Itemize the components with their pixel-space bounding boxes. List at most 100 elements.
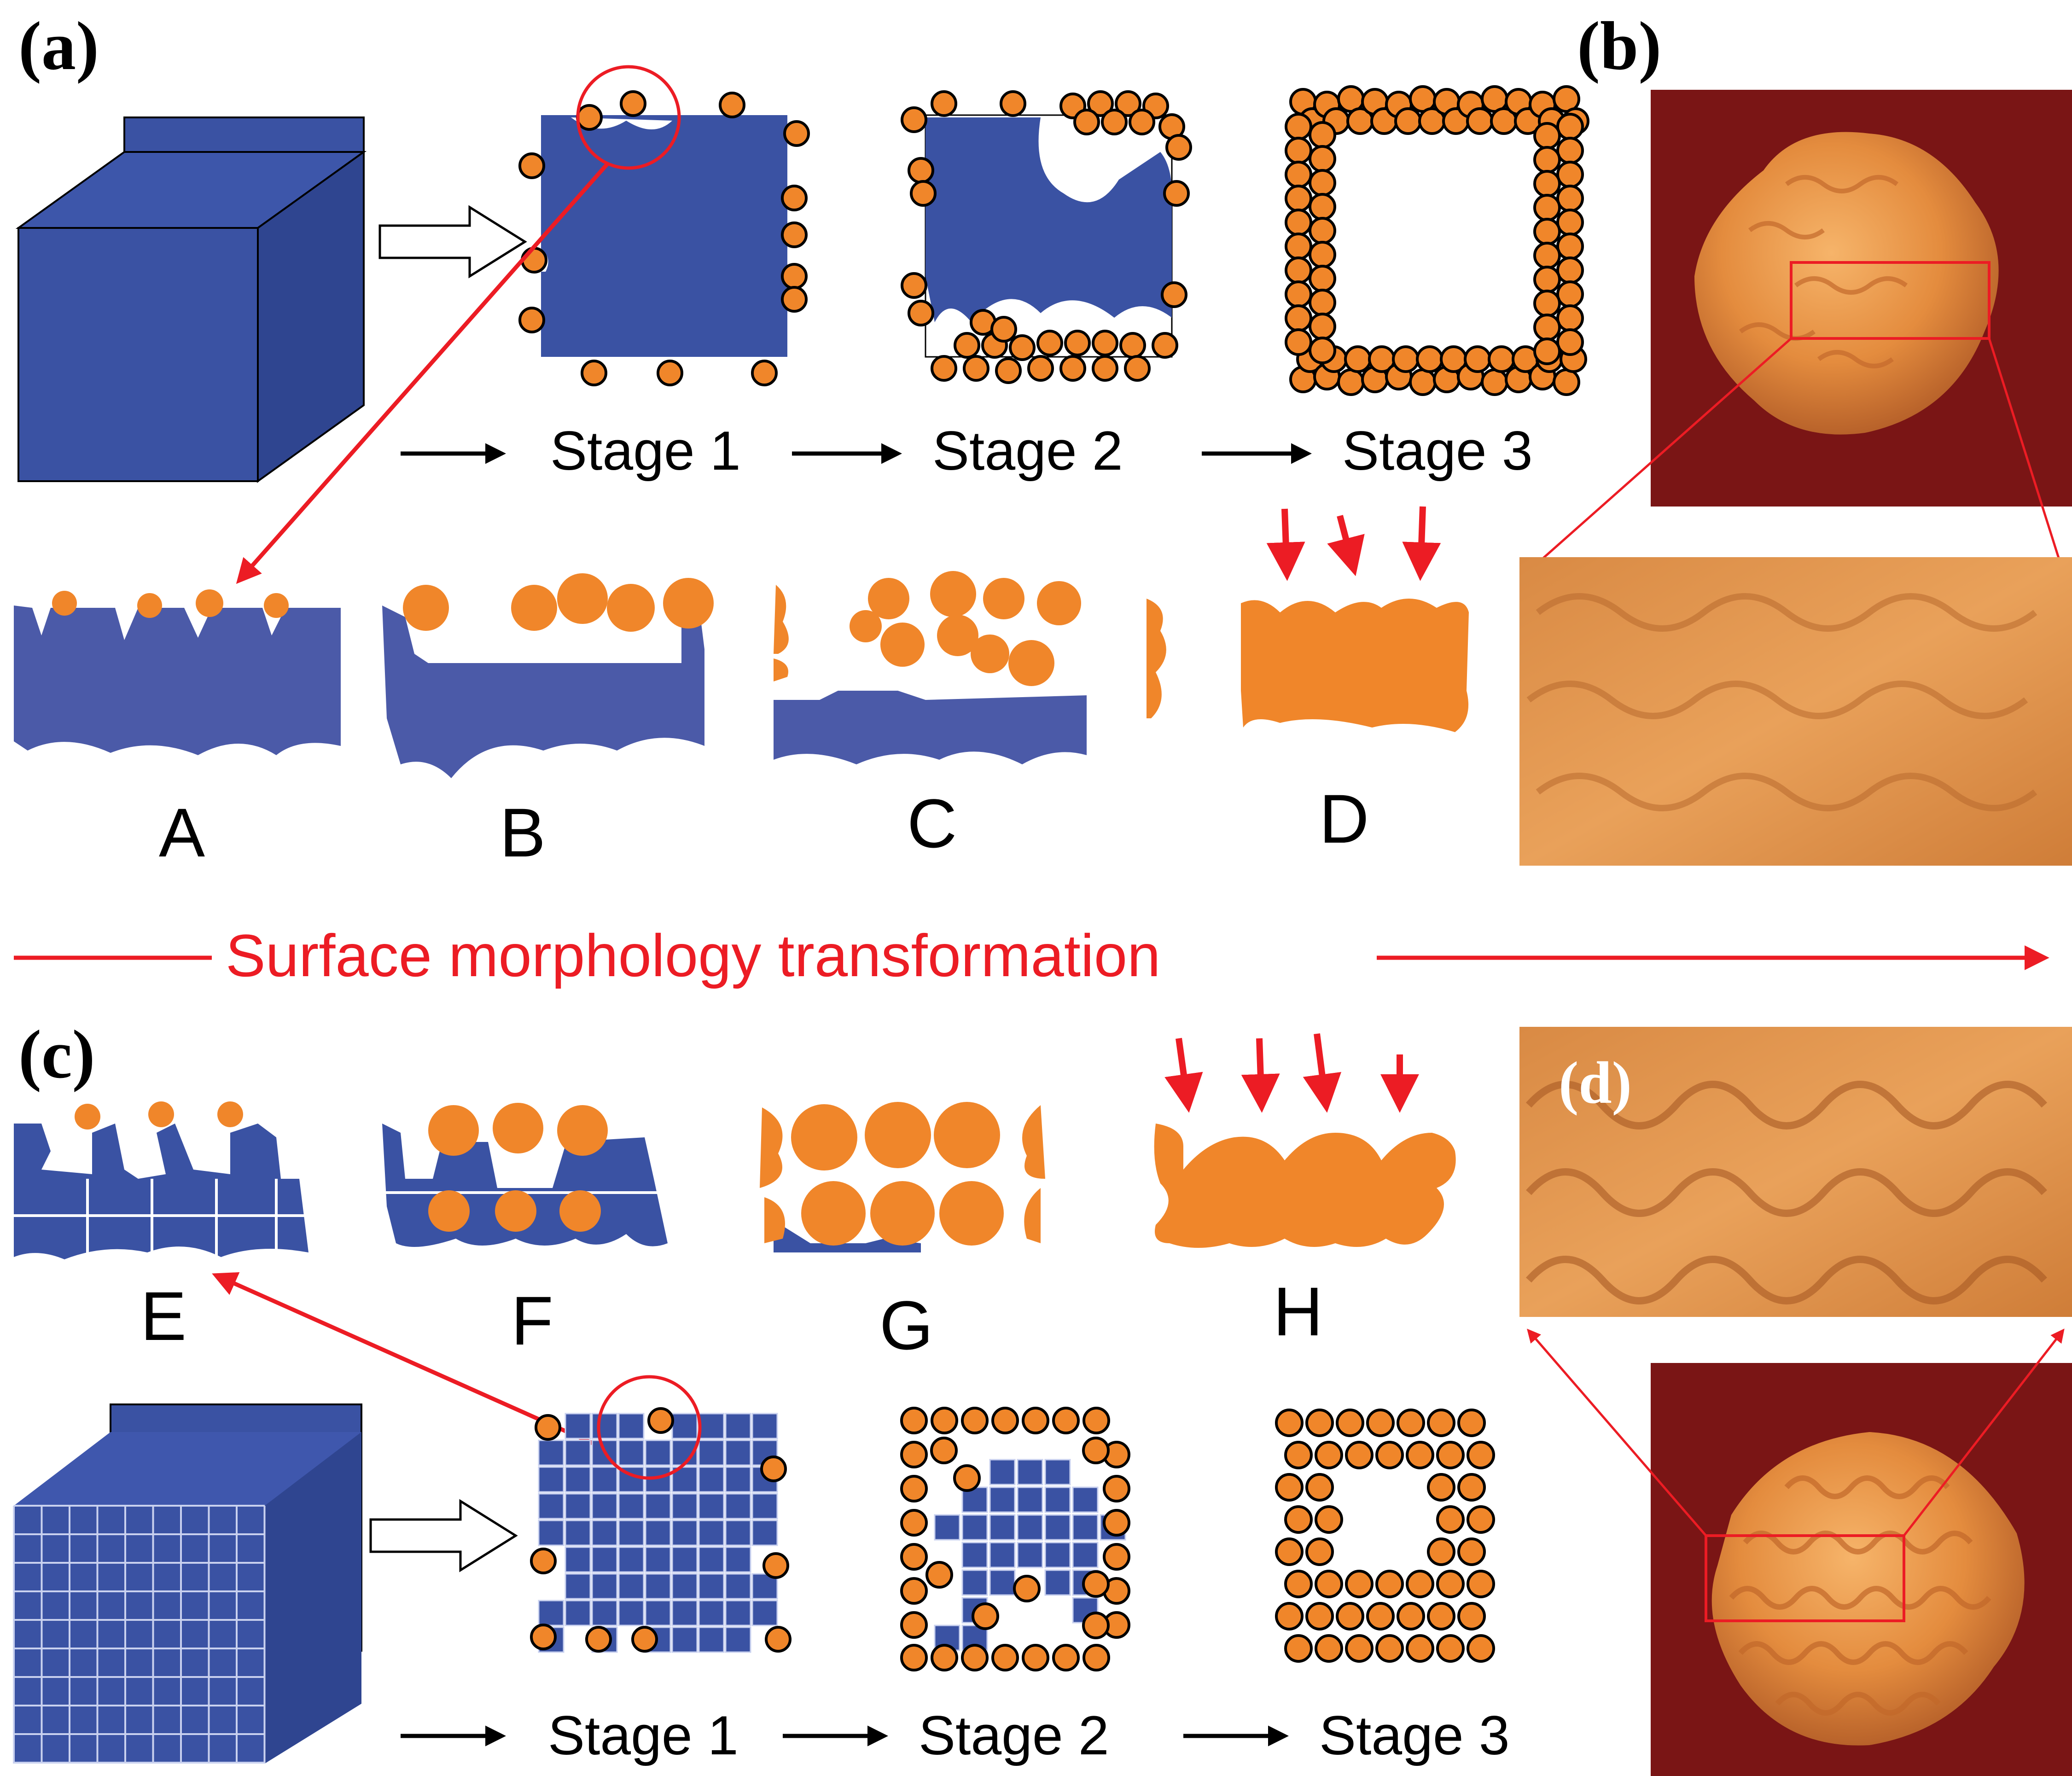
particle <box>1285 280 1312 308</box>
letter-f: F <box>511 1282 553 1359</box>
block-cube <box>13 1403 362 1764</box>
particle <box>1009 334 1036 361</box>
block <box>725 1413 751 1439</box>
top-stage3-particles <box>1285 85 1589 396</box>
particle <box>1556 256 1584 284</box>
particle <box>900 1611 928 1639</box>
particle <box>1375 1634 1404 1663</box>
block <box>591 1493 618 1520</box>
surface-morphology-banner: Surface morphology transformation <box>14 922 2049 989</box>
zoom-arrow-bottom <box>212 1272 599 1448</box>
block <box>698 1413 725 1439</box>
block <box>751 1493 778 1520</box>
particle <box>900 1509 928 1537</box>
particle <box>1533 242 1561 269</box>
particle <box>1406 1570 1434 1598</box>
block <box>725 1626 751 1653</box>
particle <box>1285 209 1312 236</box>
particle <box>762 1552 789 1579</box>
particle <box>1285 113 1312 140</box>
sem-zoom-texture-b <box>1526 593 2037 811</box>
block <box>538 1600 565 1626</box>
block <box>538 1466 565 1493</box>
block <box>645 1520 671 1546</box>
particle <box>908 300 934 326</box>
particle <box>1305 1602 1334 1630</box>
particle <box>900 1543 928 1571</box>
panel-b: (b) <box>1519 8 2072 866</box>
particle <box>1394 107 1422 135</box>
particle <box>1309 313 1336 340</box>
particle <box>1027 355 1054 382</box>
block <box>671 1626 698 1653</box>
sem-zoom-texture-d <box>1526 1081 2047 1304</box>
bottom-stage1-particles <box>530 1407 792 1653</box>
particle <box>1416 345 1443 373</box>
block <box>565 1546 591 1573</box>
block <box>565 1413 591 1439</box>
block <box>1017 1542 1043 1568</box>
block <box>989 1514 1016 1541</box>
top-stage-2-label: Stage 2 <box>932 420 1123 482</box>
block <box>591 1466 618 1493</box>
block <box>1017 1459 1043 1485</box>
block <box>725 1600 751 1626</box>
particle <box>900 1644 928 1671</box>
letter-a: A <box>159 794 205 871</box>
particle <box>1375 1441 1404 1469</box>
block <box>618 1573 645 1600</box>
hollow-arrow-top <box>378 205 527 279</box>
particle <box>1052 1407 1080 1434</box>
particle <box>1427 1537 1455 1566</box>
particle <box>1457 1473 1486 1502</box>
particle <box>925 1561 953 1589</box>
block <box>698 1546 725 1573</box>
particle <box>1366 1602 1395 1630</box>
particle <box>995 357 1022 384</box>
particle <box>1336 1602 1364 1630</box>
particle <box>1115 90 1141 117</box>
cross-section-h <box>1154 1033 1456 1248</box>
particle <box>1556 161 1584 188</box>
particle <box>1533 266 1561 293</box>
letter-e: E <box>140 1277 186 1355</box>
block <box>725 1466 751 1493</box>
particle <box>1556 233 1584 260</box>
particle <box>1337 368 1365 396</box>
particle <box>1533 314 1561 341</box>
particle <box>1397 1409 1425 1437</box>
particle <box>1309 217 1336 245</box>
block <box>1017 1486 1043 1513</box>
block <box>645 1493 671 1520</box>
block <box>645 1439 671 1466</box>
block <box>725 1493 751 1520</box>
letter-c: C <box>907 785 957 862</box>
particle <box>1556 137 1584 164</box>
particle <box>1309 193 1336 221</box>
particle <box>1464 345 1491 373</box>
block <box>1017 1514 1043 1541</box>
particle <box>1392 345 1420 373</box>
particle <box>1163 180 1190 207</box>
particle <box>751 360 778 386</box>
bottom-stage-1-label: Stage 1 <box>548 1705 739 1766</box>
zoom-circle-top <box>576 65 681 170</box>
particle <box>1436 1570 1465 1598</box>
particle <box>1467 1634 1495 1663</box>
panel-label-a: (a) <box>18 8 99 84</box>
block <box>698 1466 725 1493</box>
particle <box>1533 218 1561 245</box>
particle <box>1305 1473 1334 1502</box>
block <box>618 1493 645 1520</box>
particle <box>1309 241 1336 268</box>
particle <box>1119 332 1146 359</box>
cross-section-d <box>1147 506 1469 732</box>
particle <box>1406 1634 1434 1663</box>
particle <box>1427 1602 1455 1630</box>
particle <box>1000 90 1026 117</box>
block <box>961 1514 988 1541</box>
block <box>591 1413 618 1439</box>
sem-texture-d <box>1729 1475 1991 1716</box>
block <box>1044 1542 1071 1568</box>
particle <box>719 92 745 118</box>
